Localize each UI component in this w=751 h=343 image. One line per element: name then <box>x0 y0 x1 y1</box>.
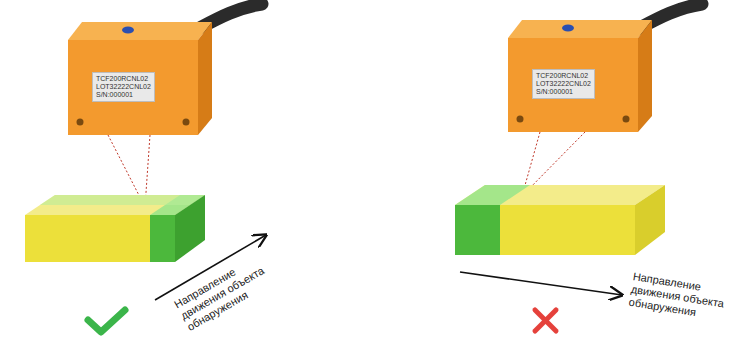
plate-text: TCF200RCNL02 <box>96 75 151 83</box>
plate-text: LOT32222CNL02 <box>536 80 591 88</box>
plate-text: TCF200RCNL02 <box>536 72 591 80</box>
cross-mark <box>535 310 556 331</box>
plate-text: LOT32222CNL02 <box>96 83 151 91</box>
object-left <box>25 195 205 262</box>
direction-label: Направление движения объекта обнаружения <box>172 250 278 334</box>
object-right <box>455 185 665 255</box>
check-mark <box>88 310 125 332</box>
plate-text: S/N:000001 <box>536 88 591 96</box>
direction-arrow <box>460 272 622 295</box>
label-plate: TCF200RCNL02LOT32222CNL02S/N:000001 <box>532 69 595 99</box>
sensor-right <box>508 4 702 196</box>
label-plate: TCF200RCNL02LOT32222CNL02S/N:000001 <box>92 72 155 102</box>
sensor-left <box>68 4 262 207</box>
direction-label: Направление движения объекта обнаружения <box>628 270 733 324</box>
plate-text: S/N:000001 <box>96 91 151 99</box>
